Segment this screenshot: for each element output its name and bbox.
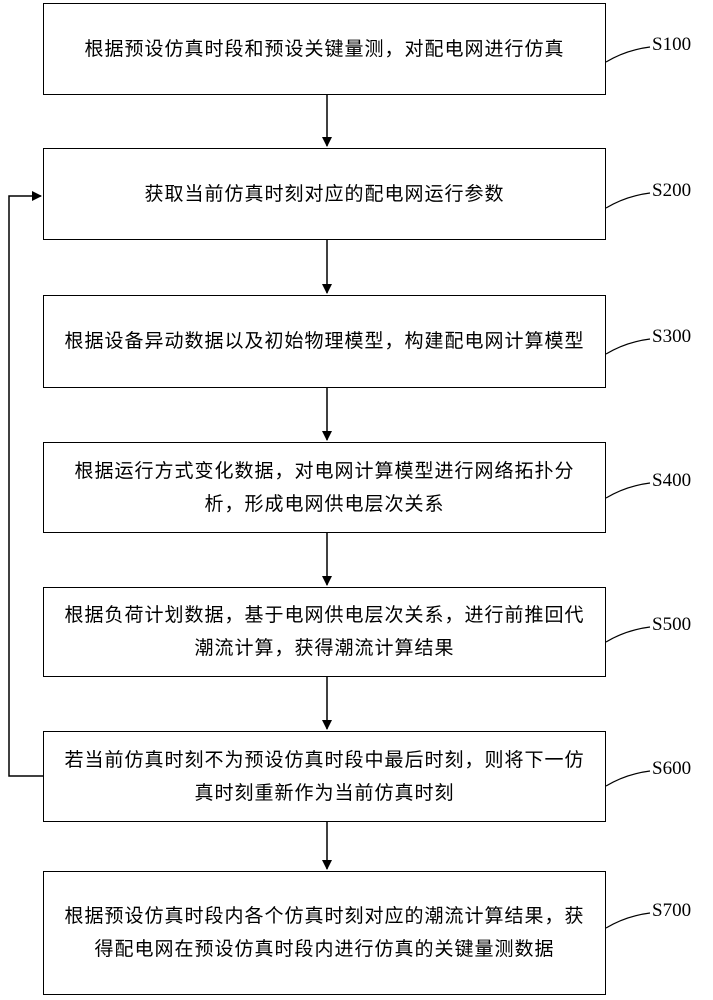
step-text-s500: 根据负荷计划数据，基于电网供电层次关系，进行前推回代潮流计算，获得潮流计算结果 [64,604,585,659]
step-label-s700: S700 [652,900,692,921]
step-label-s400: S400 [652,470,692,491]
leader-line-s200 [605,192,651,209]
leader-line-s300 [605,338,651,355]
step-box-s100: 根据预设仿真时段和预设关键量测，对配电网进行仿真 [43,3,606,95]
step-text-s100: 根据预设仿真时段和预设关键量测，对配电网进行仿真 [84,37,565,60]
step-label-s600: S600 [652,758,692,779]
step-box-s300: 根据设备异动数据以及初始物理模型，构建配电网计算模型 [43,295,606,388]
step-label-s200: S200 [652,180,692,201]
loop-back-arrow [8,191,43,777]
leader-line-s100 [605,46,651,63]
step-label-s500: S500 [652,614,692,635]
step-box-s700: 根据预设仿真时段内各个仿真时刻对应的潮流计算结果，获得配电网在预设仿真时段内进行… [43,871,606,995]
leader-line-s400 [605,482,651,499]
step-text-s400: 根据运行方式变化数据，对电网计算模型进行网络拓扑分析，形成电网供电层次关系 [74,459,575,515]
leader-line-s700 [605,912,651,929]
step-box-s200: 获取当前仿真时刻对应的配电网运行参数 [43,148,606,240]
step-text-s600: 若当前仿真时刻不为预设仿真时段中最后时刻，则将下一仿真时刻重新作为当前仿真时刻 [64,748,585,804]
step-box-s400: 根据运行方式变化数据，对电网计算模型进行网络拓扑分析，形成电网供电层次关系 [43,442,606,533]
leader-line-s600 [605,770,651,787]
step-box-s500: 根据负荷计划数据，基于电网供电层次关系，进行前推回代潮流计算，获得潮流计算结果 [43,587,606,677]
leader-line-s500 [605,626,651,643]
step-text-s700: 根据预设仿真时段内各个仿真时刻对应的潮流计算结果，获得配电网在预设仿真时段内进行… [64,905,585,960]
step-box-s600: 若当前仿真时刻不为预设仿真时段中最后时刻，则将下一仿真时刻重新作为当前仿真时刻 [43,731,606,822]
step-label-s300: S300 [652,326,692,347]
step-text-s300: 根据设备异动数据以及初始物理模型，构建配电网计算模型 [64,330,585,352]
step-text-s200: 获取当前仿真时刻对应的配电网运行参数 [144,182,505,205]
step-label-s100: S100 [652,34,692,55]
